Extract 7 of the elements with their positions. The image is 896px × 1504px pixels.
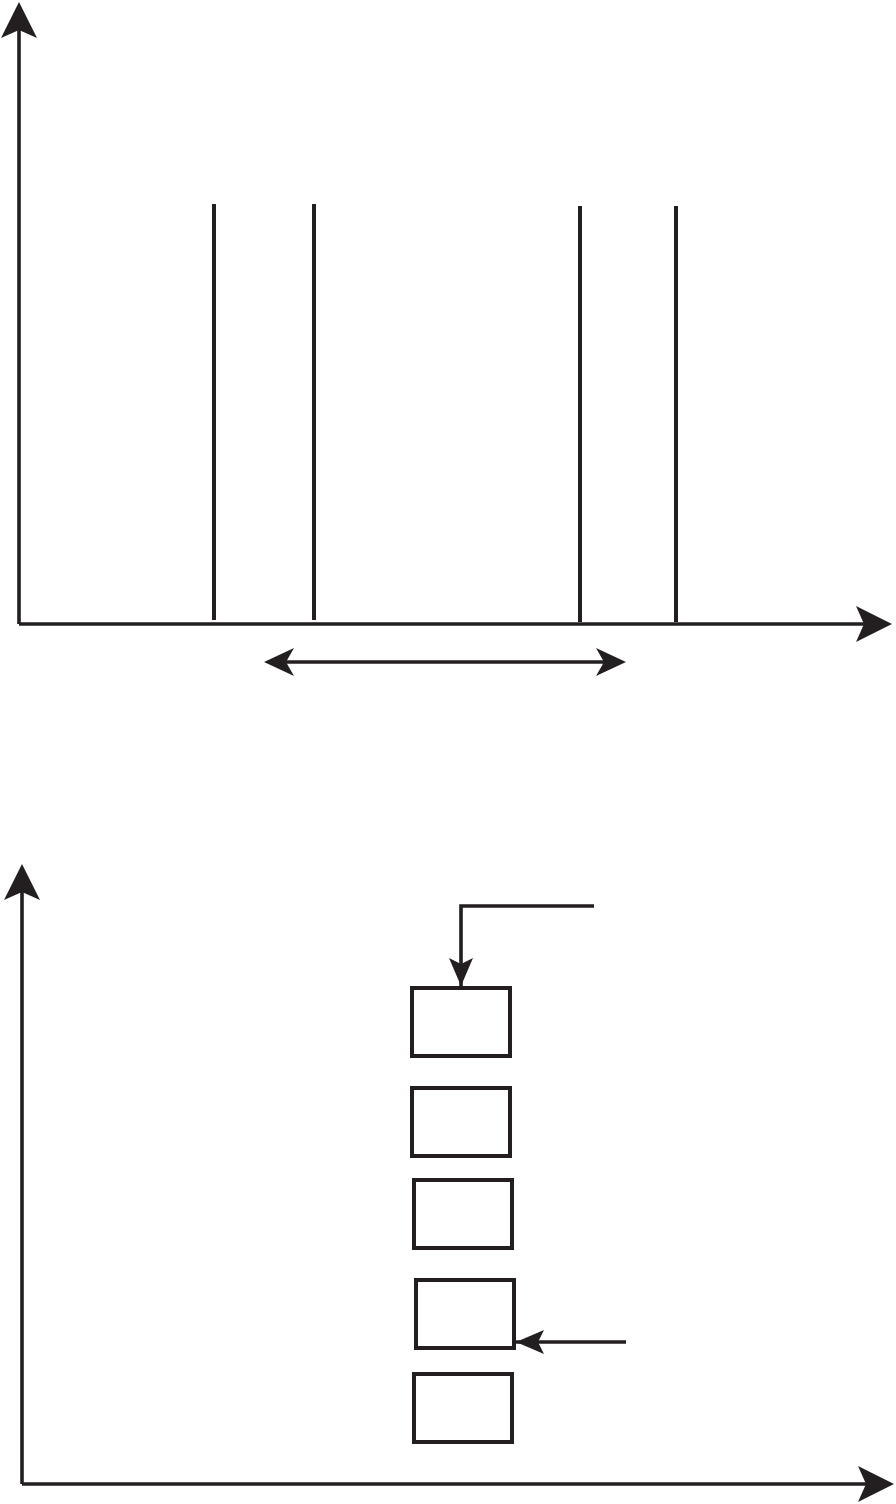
arrow	[516, 1330, 626, 1354]
box	[412, 1178, 514, 1250]
box	[410, 986, 512, 1058]
arrow	[449, 904, 594, 986]
box	[410, 1086, 512, 1158]
box	[412, 1372, 514, 1444]
box	[414, 1278, 516, 1350]
